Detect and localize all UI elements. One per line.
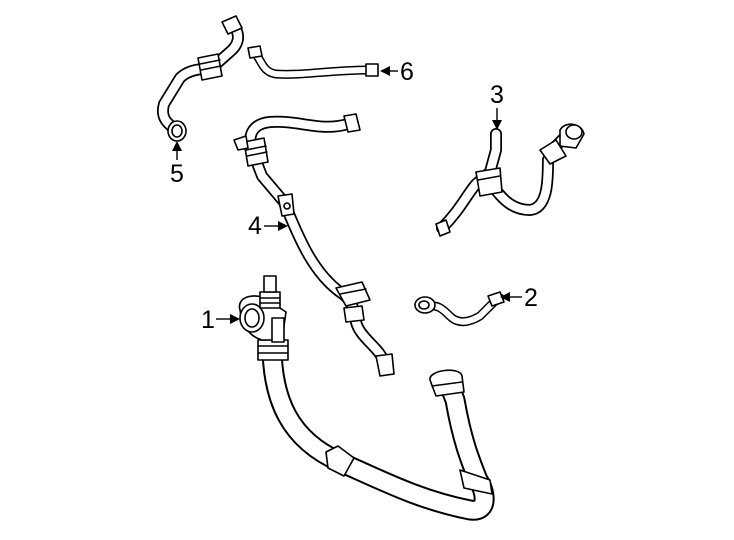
callout-2-label: 2	[524, 284, 538, 312]
part-3-upper-right-hose	[435, 123, 585, 237]
callout-5-arrow	[172, 141, 182, 151]
part-1-lower-hose	[238, 275, 495, 521]
callout-1-arrow	[230, 314, 240, 324]
part-4-middle-hose	[233, 113, 395, 377]
callout-3: 3	[490, 81, 504, 130]
callout-4-label: 4	[248, 212, 262, 240]
callout-4: 4	[248, 212, 288, 240]
callout-5-label: 5	[170, 160, 184, 188]
callout-6-label: 6	[400, 58, 414, 86]
callout-2: 2	[500, 284, 538, 312]
callout-5: 5	[170, 141, 184, 188]
callout-3-label: 3	[490, 81, 504, 109]
callout-3-arrow	[492, 120, 502, 130]
callout-1-label: 1	[201, 306, 215, 334]
part-5-upper-left-hose	[157, 15, 244, 142]
callout-2-arrow	[500, 292, 510, 302]
callout-4-arrow	[278, 221, 288, 231]
part-6-small-upper-hose	[247, 45, 379, 79]
callout-1: 1	[201, 306, 240, 334]
callout-6-arrow	[380, 66, 390, 76]
callout-6: 6	[380, 58, 414, 86]
part-2-small-hose	[414, 291, 505, 327]
